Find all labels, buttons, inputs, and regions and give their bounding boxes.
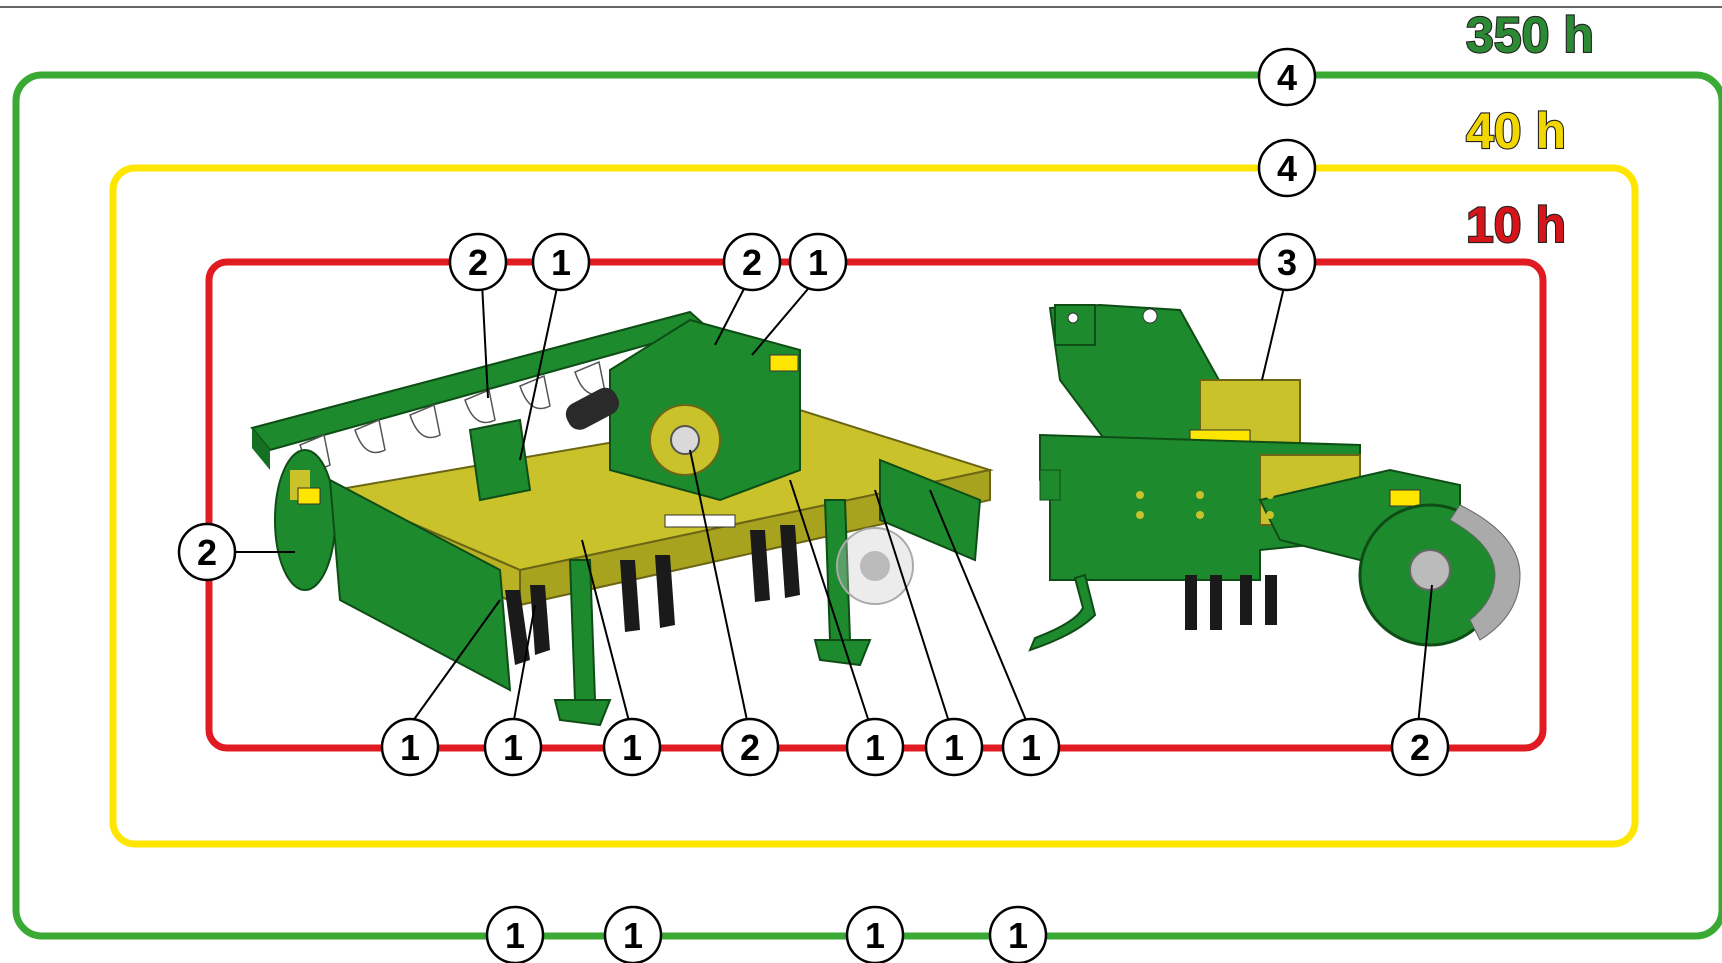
callout-green-bottom-b-number: 1 (623, 915, 643, 956)
callout-bottom-b: 1 (483, 717, 543, 777)
callout-red-top-e: 3 (1257, 232, 1317, 292)
callout-bottom-e: 1 (845, 717, 905, 777)
callout-green-bottom-c-number: 1 (865, 915, 885, 956)
callout-bottom-d-number: 2 (740, 727, 760, 768)
callout-bottom-a: 1 (380, 717, 440, 777)
callout-green-top: 4 (1257, 47, 1317, 107)
callout-yellow-top-number: 4 (1277, 148, 1297, 189)
callout-red-top-b-number: 1 (551, 242, 571, 283)
callout-bottom-g: 1 (1001, 717, 1061, 777)
callout-bottom-d: 2 (720, 717, 780, 777)
callout-bottom-f-number: 1 (944, 727, 964, 768)
interval-40h-label: 40 h (1466, 103, 1566, 159)
callout-green-top-number: 4 (1277, 57, 1297, 98)
interval-350h-label: 350 h (1466, 7, 1594, 63)
callout-green-bottom-c: 1 (845, 905, 905, 963)
callout-red-top-b: 1 (531, 232, 591, 292)
callout-red-top-c: 2 (722, 232, 782, 292)
callout-left-side-number: 2 (197, 532, 217, 573)
leader-lines (232, 282, 1433, 726)
callout-green-bottom-d-number: 1 (1008, 915, 1028, 956)
callout-bottom-f: 1 (924, 717, 984, 777)
callout-bottom-h: 2 (1390, 717, 1450, 777)
callout-red-top-e-number: 3 (1277, 242, 1297, 283)
callout-yellow-top: 4 (1257, 138, 1317, 198)
machine-perspective-view (250, 310, 994, 727)
callouts: 4 4 2 1 2 1 3 2 (177, 47, 1450, 963)
callout-bottom-c-number: 1 (622, 727, 642, 768)
callout-red-top-a: 2 (448, 232, 508, 292)
callout-green-bottom-a: 1 (485, 905, 545, 963)
callout-green-bottom-a-number: 1 (505, 915, 525, 956)
machine-side-view (1028, 303, 1521, 652)
callout-bottom-h-number: 2 (1410, 727, 1430, 768)
callout-red-top-c-number: 2 (742, 242, 762, 283)
callout-red-top-d: 1 (788, 232, 848, 292)
callout-bottom-b-number: 1 (503, 727, 523, 768)
interval-10h-label: 10 h (1466, 197, 1566, 253)
callout-bottom-a-number: 1 (400, 727, 420, 768)
callout-green-bottom-d: 1 (988, 905, 1048, 963)
callout-bottom-c: 1 (602, 717, 662, 777)
callout-green-bottom-b: 1 (603, 905, 663, 963)
callout-bottom-g-number: 1 (1021, 727, 1041, 768)
yellow-interval-frame (109, 164, 1639, 848)
callout-red-top-a-number: 2 (468, 242, 488, 283)
callout-red-top-d-number: 1 (808, 242, 828, 283)
callout-bottom-e-number: 1 (865, 727, 885, 768)
callout-left-side: 2 (177, 522, 237, 582)
